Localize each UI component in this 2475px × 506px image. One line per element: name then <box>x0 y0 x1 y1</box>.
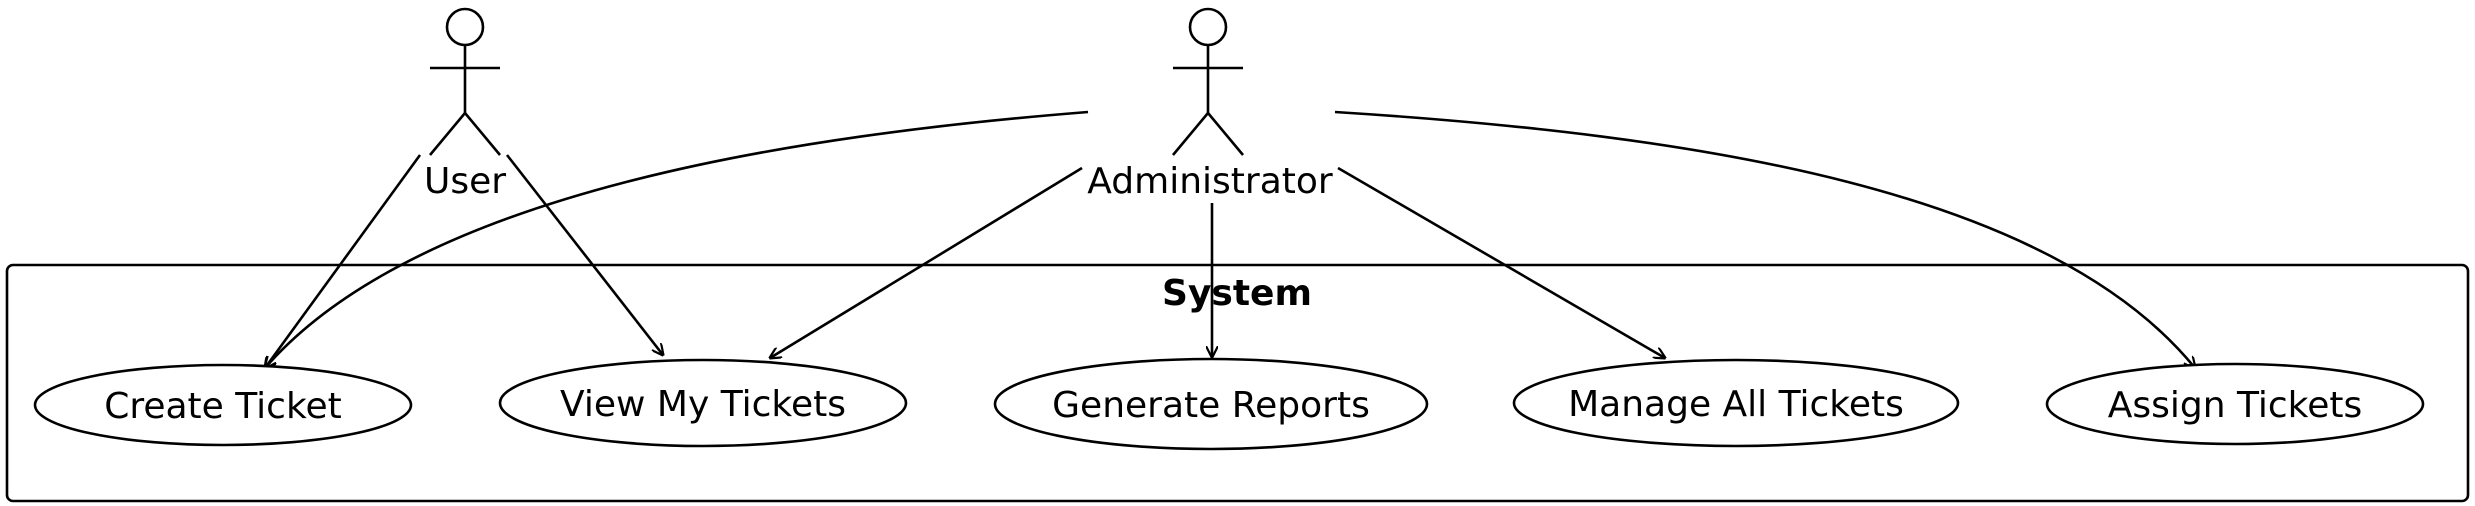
association-admin-view-my-tickets <box>770 166 1083 358</box>
use-case-assign-tickets[interactable]: Assign Tickets <box>2045 362 2425 446</box>
use-case-create-ticket-label: Create Ticket <box>104 386 342 427</box>
use-case-manage-all-tickets-label: Manage All Tickets <box>1568 384 1904 425</box>
use-case-manage-all-tickets[interactable]: Manage All Tickets <box>1512 358 1960 448</box>
actor-user-head <box>445 7 485 47</box>
use-case-view-my-tickets-shape <box>498 358 908 448</box>
actor-admin-right-leg <box>1207 112 1244 156</box>
use-case-generate-reports-label: Generate Reports <box>1052 385 1370 426</box>
use-case-view-my-tickets-label: View My Tickets <box>560 384 846 425</box>
actor-admin-left-leg <box>1172 112 1209 156</box>
association-admin-create-ticket <box>265 110 1089 368</box>
association-user-view-my-tickets <box>505 154 663 355</box>
use-case-create-ticket[interactable]: Create Ticket <box>33 363 413 447</box>
actor-user-right-leg <box>464 112 501 156</box>
use-case-assign-tickets-shape <box>2045 362 2425 446</box>
use-case-generate-reports-shape <box>993 357 1429 451</box>
actor-user-left-leg <box>429 112 466 156</box>
use-case-generate-reports[interactable]: Generate Reports <box>993 357 1429 451</box>
actor-user: User <box>424 7 506 202</box>
use-case-assign-tickets-label: Assign Tickets <box>2108 385 2363 426</box>
association-user-create-ticket <box>265 154 422 368</box>
system-boundary <box>5 263 2470 503</box>
use-case-manage-all-tickets-shape <box>1512 358 1960 448</box>
actor-administrator: Administrator <box>1087 7 1333 202</box>
use-case-create-ticket-shape <box>33 363 413 447</box>
actor-admin-label: Administrator <box>1087 161 1333 202</box>
association-admin-assign-tickets <box>1334 110 2195 368</box>
use-case-view-my-tickets[interactable]: View My Tickets <box>498 358 908 448</box>
actor-user-label: User <box>424 161 506 202</box>
actor-admin-head <box>1188 7 1228 47</box>
association-admin-manage-all-tickets <box>1337 166 1665 358</box>
system-title: System <box>1162 273 1312 314</box>
